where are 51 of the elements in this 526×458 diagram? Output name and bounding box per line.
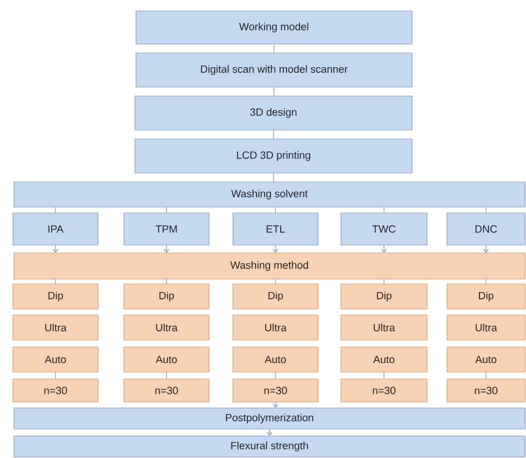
connector-line [273,130,274,139]
arrow [52,245,58,253]
process-box: n=30 [124,378,210,402]
connector-line [275,279,276,284]
process-box: Dip [232,284,318,310]
connector-line [55,279,56,284]
connector-line [273,173,274,182]
process-box: Postpolymerization [14,408,526,430]
arrow [483,245,489,253]
connector-line [55,207,56,213]
arrow [164,245,170,253]
process-box: Washing method [14,252,526,280]
process-box: Dip [124,284,210,310]
arrow [381,245,387,253]
process-box: TWC [340,212,428,246]
process-box: Dip [446,284,526,310]
process-box: 3D design [134,96,412,130]
process-box: n=30 [446,378,526,402]
process-box: Auto [340,346,428,372]
process-box: Ultra [340,314,428,340]
process-box: Auto [232,346,318,372]
process-box: n=30 [12,378,98,402]
process-box: n=30 [232,378,318,402]
process-box: Ultra [232,314,318,340]
process-box: ETL [232,212,318,246]
process-box: Ultra [446,314,526,340]
process-box: Auto [12,346,98,372]
process-box: Working model [136,10,412,44]
process-box: Dip [12,284,98,310]
process-box: Flexural strength [14,436,526,458]
process-box: n=30 [340,378,428,402]
process-box: Digital scan with model scanner [136,52,412,88]
process-box: LCD 3D printing [134,138,412,174]
connector-line [166,207,167,213]
process-box: Ultra [12,314,98,340]
process-box: Dip [340,284,428,310]
connector-line [55,372,56,379]
process-box: Ultra [124,314,210,340]
process-box: IPA [12,212,98,246]
connector-line [166,372,167,379]
process-box: Auto [124,346,210,372]
process-box: Washing solvent [14,182,526,208]
process-box: TPM [124,212,210,246]
arrow [266,429,272,436]
process-box: Auto [446,346,526,372]
connector-line [275,207,276,213]
connector-line [166,279,167,284]
connector-line [275,372,276,379]
process-box: DNC [446,212,526,246]
arrow [272,402,278,408]
arrow [272,245,278,253]
